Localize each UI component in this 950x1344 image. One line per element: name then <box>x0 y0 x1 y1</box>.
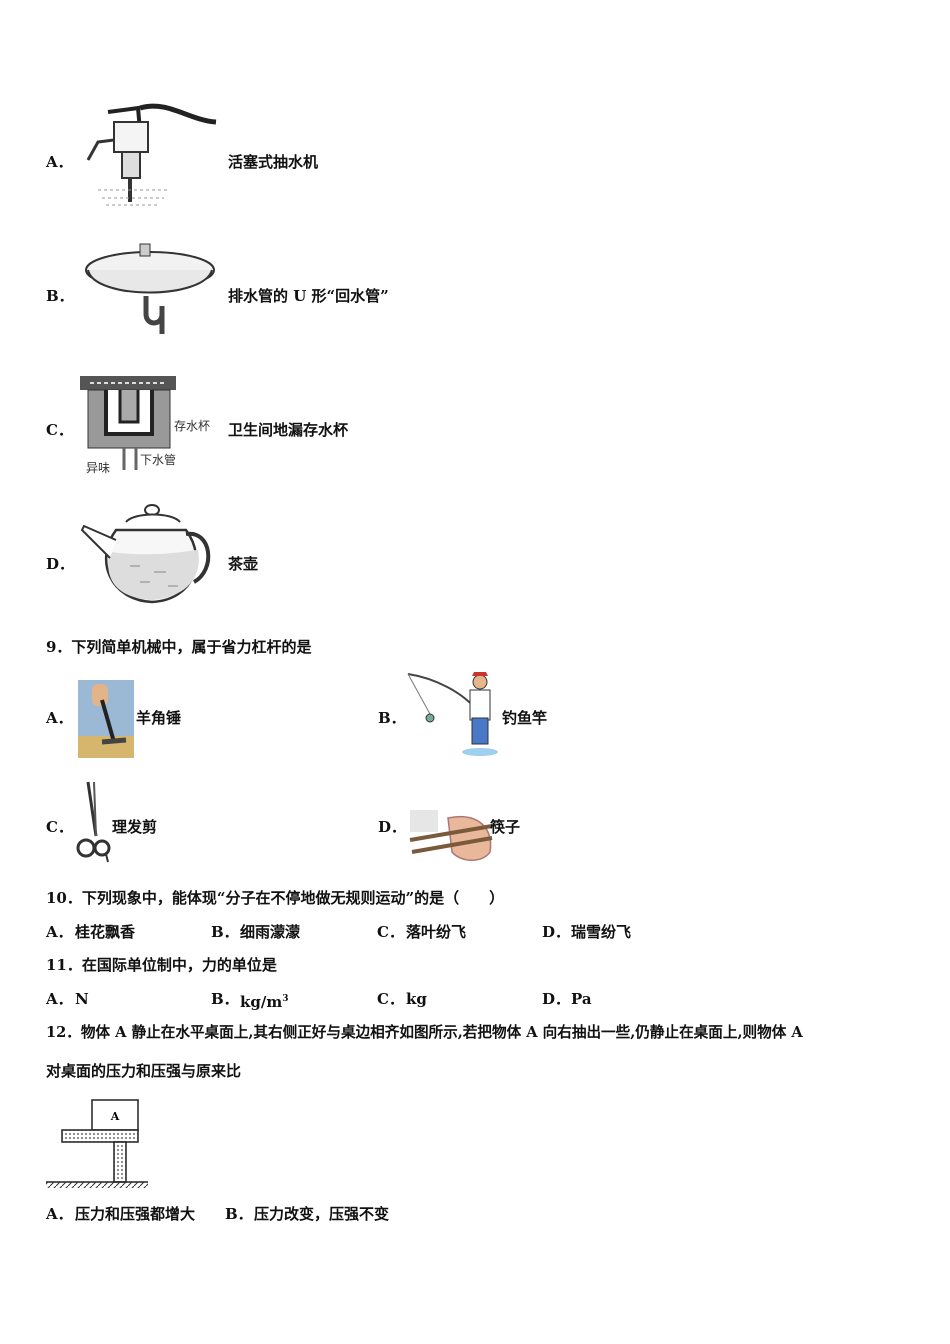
sink-u-pipe-image <box>85 243 215 334</box>
question-12-stem-line1: 12．物体 A 静止在水平桌面上,其右侧正好与桌边相齐如图所示,若把物体 A 向… <box>46 1024 803 1041</box>
floor-drain-image: 存水杯 下水管 异味 <box>80 376 210 475</box>
question-10-stem: 10．下列现象中，能体现“分子在不停地做无规则运动”的是（ ） <box>46 889 505 907</box>
block-on-table-diagram: A <box>46 1099 148 1188</box>
drain-cup-label: 存水杯 <box>174 419 210 433</box>
option-text: 羊角锤 <box>136 709 182 727</box>
option-letter: D． <box>46 555 75 573</box>
question-9-stem: 9．下列简单机械中，属于省力杠杆的是 <box>46 638 312 656</box>
fishing-rod-image <box>407 672 498 756</box>
option-letter: D． <box>542 923 571 941</box>
option-letter: B． <box>211 923 239 941</box>
option-letter: D． <box>542 990 571 1008</box>
option-text: 压力改变，压强不变 <box>254 1205 390 1223</box>
option-text: 细雨濛濛 <box>240 923 301 941</box>
option-text: kg <box>406 990 427 1008</box>
option-text: N <box>75 990 89 1008</box>
drain-pipe-label: 下水管 <box>140 452 176 467</box>
piston-pump-image <box>86 103 217 206</box>
option-text: 钓鱼竿 <box>502 709 548 727</box>
option-letter: B． <box>211 990 239 1008</box>
chopsticks-image <box>409 810 493 861</box>
option-letter: B． <box>378 709 406 727</box>
option-text: 筷子 <box>490 818 521 836</box>
option-text: 落叶纷飞 <box>406 923 467 941</box>
hair-scissors-image <box>76 781 111 863</box>
option-letter: A． <box>46 709 73 727</box>
option-text: 瑞雪纷飞 <box>571 923 632 941</box>
question-11-stem: 11．在国际单位制中，力的单位是 <box>46 956 277 974</box>
option-letter: B． <box>46 287 74 305</box>
teapot-image <box>80 504 211 604</box>
unit-exponent: 3 <box>282 994 289 1004</box>
block-a <box>91 1099 139 1131</box>
option-text: 理发剪 <box>112 818 158 836</box>
option-text: Pa <box>571 990 592 1008</box>
option-text: 排水管的 U 形“回水管” <box>228 287 389 305</box>
option-text: 桂花飘香 <box>75 923 136 941</box>
option-letter: B． <box>225 1205 253 1223</box>
option-text: 压力和压强都增大 <box>75 1205 196 1223</box>
option-letter: A． <box>46 990 73 1008</box>
option-letter: C． <box>46 818 73 836</box>
option-letter: A． <box>46 1205 73 1223</box>
option-letter: C． <box>377 990 404 1008</box>
unit-base: kg/m <box>240 993 283 1011</box>
option-text: 卫生间地漏存水杯 <box>228 421 349 439</box>
claw-hammer-image <box>78 680 134 758</box>
option-letter: C． <box>46 421 73 439</box>
option-letter: A． <box>46 153 73 171</box>
drain-odor-label: 异味 <box>86 461 110 475</box>
option-letter: A． <box>46 923 73 941</box>
option-letter: D． <box>378 818 407 836</box>
option-letter: C． <box>377 923 404 941</box>
option-text-with-superscript: kg/m3 <box>240 989 289 1012</box>
option-text: 茶壶 <box>228 555 259 573</box>
block-a-label: A <box>110 1110 120 1123</box>
question-12-stem-line2: 对桌面的压力和压强与原来比 <box>46 1062 242 1080</box>
option-text: 活塞式抽水机 <box>228 153 319 171</box>
